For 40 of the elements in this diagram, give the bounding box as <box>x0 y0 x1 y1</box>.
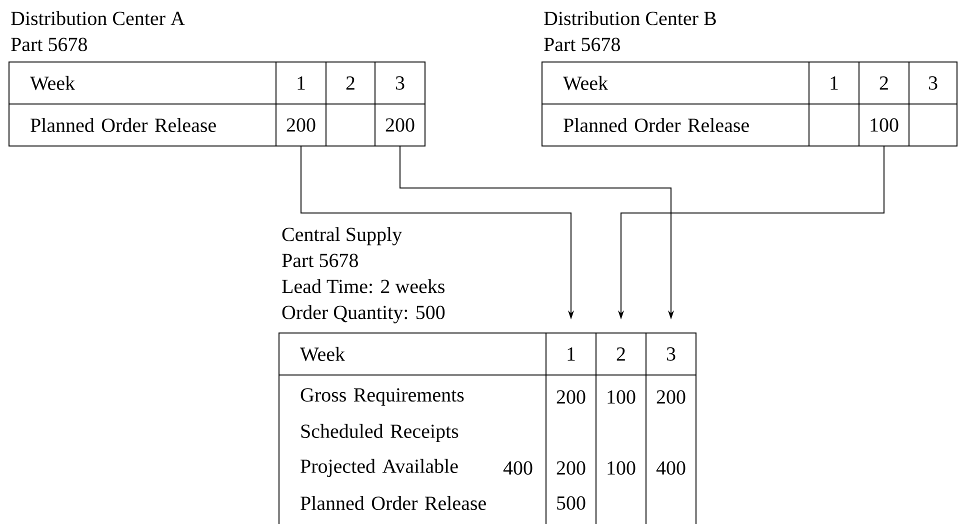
column-header: 3 <box>396 76 404 90</box>
table-heading: Distribution Center A <box>11 11 185 26</box>
cell-value: 100 <box>608 461 636 475</box>
row-label: Planned Order Release <box>300 496 486 510</box>
column-header: 2 <box>880 76 888 90</box>
table-heading: Part 5678 <box>544 38 620 52</box>
cell-value: 200 <box>556 461 586 475</box>
table-heading: Lead Time: 2 weeks <box>282 279 444 294</box>
cell-value: 100 <box>870 118 898 132</box>
row-label: Week <box>300 346 346 362</box>
column-header: 1 <box>298 76 305 90</box>
column-header: 3 <box>928 76 938 90</box>
table-heading: Distribution Center B <box>544 11 716 26</box>
cell-value: 200 <box>556 390 586 404</box>
cell-value: 100 <box>608 390 636 404</box>
column-header: 2 <box>346 76 354 90</box>
column-header: 1 <box>568 347 575 361</box>
row-label: Projected Available <box>300 458 458 478</box>
cell-value: 400 <box>503 461 532 475</box>
column-header: 3 <box>666 347 676 361</box>
mrp-table <box>8 11 426 146</box>
table-heading: Part 5678 <box>11 38 87 52</box>
cell-value: 200 <box>656 390 686 404</box>
row-label: Gross Requirements <box>300 388 464 406</box>
cell-value: 400 <box>656 461 686 475</box>
cell-value: 200 <box>386 118 414 132</box>
cell-value: 200 <box>286 118 316 132</box>
row-label: Scheduled Receipts <box>301 424 458 442</box>
column-header: 2 <box>616 347 625 361</box>
mrp-table <box>278 227 696 524</box>
column-header: 1 <box>830 76 838 90</box>
row-label: Week <box>30 76 76 90</box>
table-heading: Central Supply <box>282 227 402 246</box>
mrp-table <box>542 11 958 146</box>
table-heading: Part 5678 <box>282 254 358 268</box>
table-heading: Order Quantity: 500 <box>282 305 445 324</box>
row-label: Planned Order Release <box>30 118 216 132</box>
row-label: Week <box>563 76 608 90</box>
cell-value: 500 <box>557 496 586 510</box>
row-label: Planned Order Release <box>564 118 749 132</box>
